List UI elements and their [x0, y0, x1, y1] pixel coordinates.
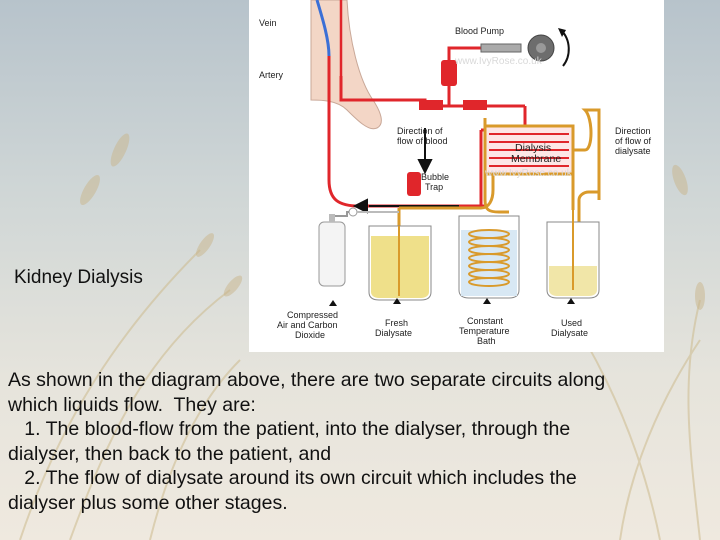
label-bath-1: Constant	[467, 316, 504, 326]
label-compressed-2: Air and Carbon	[277, 320, 338, 330]
paragraph-line: dialyser, then back to the patient, and	[8, 442, 332, 465]
label-used-1: Used	[561, 318, 582, 328]
label-artery: Artery	[259, 70, 284, 80]
bubble-trap-chamber	[407, 172, 421, 196]
dialysis-diagram: www.IvyRose.co.uk www.IvyRose.co.uk Vein…	[249, 0, 664, 352]
watermark-2: www.IvyRose.co.uk	[484, 168, 573, 179]
blood-filter	[441, 60, 457, 86]
label-compressed-1: Compressed	[287, 310, 338, 320]
vein-line	[315, 0, 331, 57]
label-bath-2: Temperature	[459, 326, 510, 336]
label-bubble-trap-2: Trap	[425, 182, 443, 192]
label-direction-dialysate-1: Direction	[615, 126, 651, 136]
paragraph-line: which liquids flow. They are:	[8, 393, 256, 416]
temperature-bath	[458, 215, 520, 299]
dialysis-membrane	[483, 124, 575, 176]
label-direction-blood-1: Direction of	[397, 126, 443, 136]
slide-title: Kidney Dialysis	[14, 267, 143, 288]
label-direction-dialysate-3: dialysate	[615, 146, 651, 156]
label-bubble-trap-1: Bubble	[421, 172, 449, 182]
gas-cylinder	[318, 207, 399, 287]
blood-pump	[480, 28, 570, 67]
label-membrane-2: Membrane	[511, 153, 561, 165]
label-used-2: Dialysate	[551, 328, 588, 338]
paragraph-line: As shown in the diagram above, there are…	[8, 369, 606, 391]
label-membrane-1: Dialysis	[515, 142, 551, 154]
label-bath-3: Bath	[477, 336, 496, 346]
label-direction-dialysate-2: of flow of	[615, 136, 652, 146]
paragraph-line: 2. The flow of dialysate around its own …	[8, 467, 577, 489]
label-fresh-1: Fresh	[385, 318, 408, 328]
label-vein: Vein	[259, 18, 277, 28]
paragraph-line: dialyser plus some other stages.	[8, 491, 288, 514]
paragraph-line: 1. The blood-flow from the patient, into…	[8, 418, 571, 440]
label-fresh-2: Dialysate	[375, 328, 412, 338]
label-blood-pump: Blood Pump	[455, 26, 504, 36]
label-compressed-3: Dioxide	[295, 330, 325, 340]
used-dialysate-jar	[546, 210, 600, 299]
body-paragraph: As shown in the diagram above, there are…	[8, 368, 708, 515]
watermark-1: www.IvyRose.co.uk	[454, 56, 543, 67]
fresh-dialysate-jar	[368, 225, 432, 301]
label-direction-blood-2: flow of blood	[397, 136, 448, 146]
